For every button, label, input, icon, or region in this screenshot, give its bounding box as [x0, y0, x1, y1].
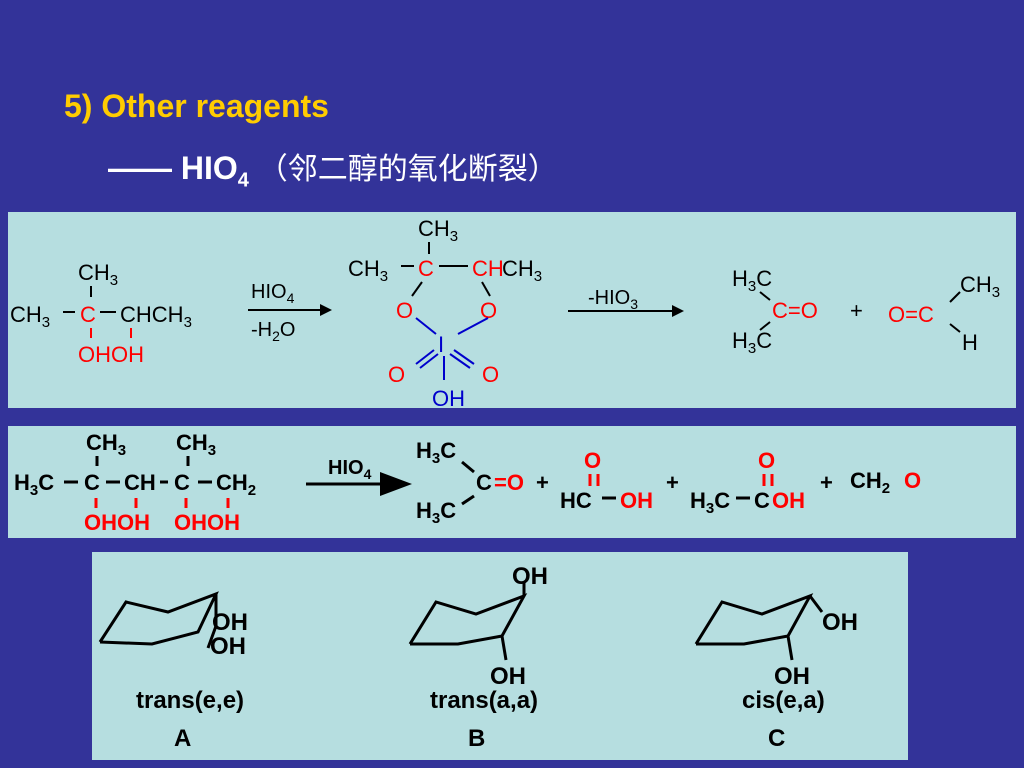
- reaction-arrow-1: HIO4 -H2O: [248, 281, 332, 344]
- plus-sign-2: +: [536, 470, 549, 495]
- svg-text:OH: OH: [432, 386, 465, 408]
- svg-text:OHOH: OHOH: [174, 510, 240, 535]
- svg-text:OH: OH: [210, 633, 246, 660]
- svg-text:O: O: [396, 298, 413, 323]
- svg-text:CH: CH: [472, 256, 504, 281]
- svg-text:O: O: [904, 468, 921, 493]
- svg-text:OHOH: OHOH: [84, 510, 150, 535]
- plus-sign-4: +: [820, 470, 833, 495]
- svg-text:CH3: CH3: [418, 216, 458, 245]
- slide-title: 5) Other reagents: [64, 88, 329, 124]
- subtitle-dash: ——: [108, 150, 172, 186]
- svg-text:C: C: [80, 302, 96, 327]
- svg-text:-H2O: -H2O: [251, 319, 295, 344]
- chair-A: [98, 591, 219, 649]
- formic-acid-structure: O HC OH: [560, 448, 653, 513]
- formaldehyde-structure: CH2 O: [850, 468, 921, 497]
- tetraol-structure: CH3 CH3 H3C C CH C CH2 OHOH OHOH: [14, 430, 256, 535]
- reaction-arrow-3: HIO4: [306, 457, 412, 496]
- conformer-B-name: trans(a,a): [430, 687, 538, 714]
- conformer-C-name: cis(e,a): [742, 687, 825, 714]
- plus-sign: +: [850, 298, 863, 323]
- conformer-diagram: OH OH OH OH OH OH trans(e,e) A trans(a,a…: [98, 563, 858, 752]
- svg-text:CH2: CH2: [850, 468, 890, 497]
- conformer-B-letter: B: [468, 725, 485, 752]
- acetaldehyde-structure: CH3 O=C H: [888, 272, 1000, 355]
- conformer-panel: OH OH OH OH OH OH trans(e,e) A trans(a,a…: [92, 552, 908, 760]
- svg-text:C: C: [754, 488, 770, 513]
- reaction-panel-tetraol: CH3 CH3 H3C C CH C CH2 OHOH OHOH HIO4: [8, 426, 1016, 538]
- svg-text:CH3: CH3: [86, 430, 126, 459]
- tetraol-reaction-diagram: CH3 CH3 H3C C CH C CH2 OHOH OHOH HIO4: [14, 430, 921, 535]
- pinacol-structure: CH3 CH3 C CHCH3 OHOH: [10, 260, 192, 367]
- svg-text:O: O: [388, 362, 405, 387]
- slide-subtitle: —— HIO4 （邻二醇的氧化断裂）: [108, 144, 558, 192]
- conformer-A-letter: A: [174, 725, 191, 752]
- svg-text:C: C: [84, 470, 100, 495]
- reaction-arrow-2: -HIO3: [568, 287, 684, 317]
- svg-text:OH: OH: [490, 663, 526, 690]
- svg-text:-HIO3: -HIO3: [588, 287, 638, 312]
- svg-text:CH3: CH3: [348, 256, 388, 285]
- svg-text:OH: OH: [212, 609, 248, 636]
- svg-text:CH3: CH3: [176, 430, 216, 459]
- plus-sign-3: +: [666, 470, 679, 495]
- svg-text:CH3: CH3: [960, 272, 1000, 301]
- svg-text:C: C: [174, 470, 190, 495]
- svg-text:=O: =O: [494, 470, 524, 495]
- svg-text:C=O: C=O: [772, 298, 818, 323]
- periodate-ester-structure: CH3 CH3 C CH CH3 O O I O O OH: [348, 216, 542, 408]
- subtitle-reagent: HIO: [180, 150, 238, 186]
- svg-text:CH3: CH3: [10, 302, 50, 331]
- svg-text:O: O: [584, 448, 601, 473]
- acetic-acid-structure: O H3C C OH: [690, 448, 805, 517]
- conformer-A-name: trans(e,e): [136, 687, 244, 714]
- svg-text:OH: OH: [774, 663, 810, 690]
- subtitle-reagent-subscript: 4: [237, 169, 249, 192]
- chair-B: [408, 582, 528, 661]
- conformer-C-letter: C: [768, 725, 785, 752]
- svg-text:H3C: H3C: [732, 328, 772, 357]
- svg-text:H3C: H3C: [732, 266, 772, 295]
- pinacol-reaction-diagram: CH3 CH3 C CHCH3 OHOH HIO4 -H2O CH3 CH3 C: [10, 216, 1000, 408]
- svg-text:OH: OH: [822, 609, 858, 636]
- svg-text:O=C: O=C: [888, 302, 934, 327]
- svg-text:H3C: H3C: [416, 498, 456, 527]
- svg-text:H3C: H3C: [14, 470, 54, 499]
- svg-text:OH: OH: [512, 563, 548, 590]
- svg-text:CHCH3: CHCH3: [120, 302, 192, 331]
- chair-C: [694, 593, 824, 661]
- svg-text:OH: OH: [772, 488, 805, 513]
- svg-text:OHOH: OHOH: [78, 342, 144, 367]
- reaction-panel-pinacol: CH3 CH3 C CHCH3 OHOH HIO4 -H2O CH3 CH3 C: [8, 212, 1016, 408]
- svg-text:O: O: [482, 362, 499, 387]
- svg-text:HC: HC: [560, 488, 592, 513]
- acetone-structure: H3C C=O H3C: [732, 266, 818, 357]
- acetone-structure-2: H3C C =O H3C: [416, 438, 524, 527]
- svg-text:O: O: [480, 298, 497, 323]
- svg-text:H3C: H3C: [416, 438, 456, 467]
- svg-text:HIO4: HIO4: [328, 457, 372, 482]
- svg-text:OH: OH: [620, 488, 653, 513]
- svg-text:C: C: [476, 470, 492, 495]
- svg-text:I: I: [438, 332, 444, 357]
- svg-text:CH: CH: [124, 470, 156, 495]
- svg-text:CH3: CH3: [78, 260, 118, 289]
- subtitle-chinese: （邻二醇的氧化断裂）: [257, 152, 558, 187]
- svg-text:CH2: CH2: [216, 470, 256, 499]
- svg-text:CH3: CH3: [502, 256, 542, 285]
- svg-text:C: C: [418, 256, 434, 281]
- svg-text:HIO4: HIO4: [251, 281, 295, 306]
- svg-text:O: O: [758, 448, 775, 473]
- svg-text:H3C: H3C: [690, 488, 730, 517]
- svg-text:H: H: [962, 330, 978, 355]
